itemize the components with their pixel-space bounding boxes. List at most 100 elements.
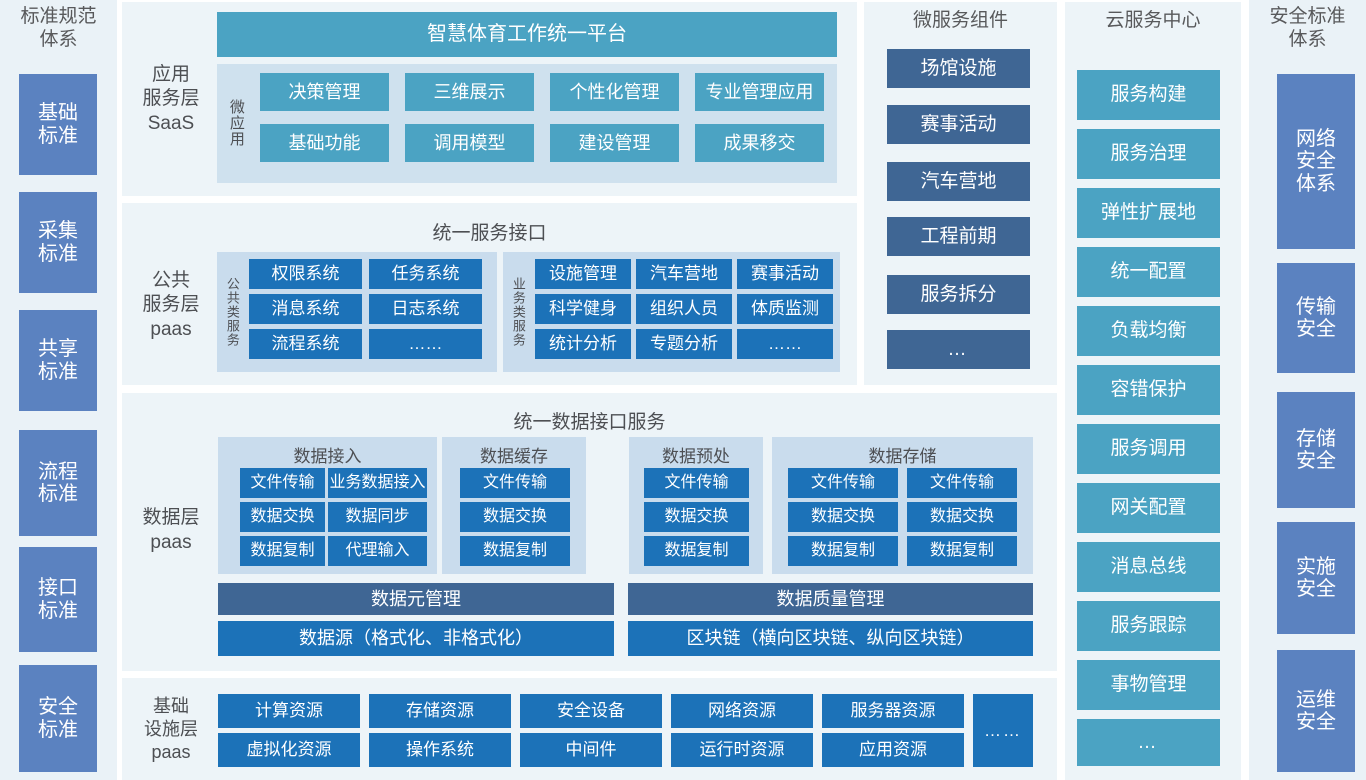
- business-service-1-label: 汽车营地: [650, 264, 718, 284]
- app-tile-r2c3[interactable]: 成果移交: [695, 124, 824, 162]
- storage-tile-2[interactable]: 数据交换: [788, 502, 898, 532]
- cloud-item-8[interactable]: 消息总线: [1077, 542, 1220, 592]
- cache-tile-2[interactable]: 数据复制: [460, 536, 570, 566]
- cloud-item-5[interactable]: 容错保护: [1077, 365, 1220, 415]
- security-item-2[interactable]: 存储 安全: [1277, 392, 1355, 508]
- cloud-item-7[interactable]: 网关配置: [1077, 483, 1220, 533]
- storage-tile-5[interactable]: 数据复制: [907, 536, 1017, 566]
- infra-tile-r2c2[interactable]: 中间件: [520, 733, 662, 767]
- data-layer-label-line2: paas: [150, 531, 192, 553]
- microservice-item-3[interactable]: 工程前期: [887, 217, 1030, 256]
- right-column-title-line2: 体系: [1288, 28, 1327, 50]
- app-tile-r2c2[interactable]: 建设管理: [550, 124, 679, 162]
- security-item-2-line2: 安全: [1296, 450, 1336, 472]
- business-service-5[interactable]: 体质监测: [737, 294, 833, 324]
- storage-tile-4[interactable]: 数据复制: [788, 536, 898, 566]
- quality-management-bar[interactable]: 数据质量管理: [628, 583, 1033, 615]
- common-service-1-label: 任务系统: [391, 264, 460, 284]
- security-item-0[interactable]: 网络 安全 体系: [1277, 74, 1355, 249]
- business-service-4[interactable]: 组织人员: [636, 294, 732, 324]
- cloud-item-4[interactable]: 负载均衡: [1077, 306, 1220, 356]
- infra-tile-r1c0[interactable]: 计算资源: [218, 694, 360, 728]
- ingest-tile-4[interactable]: 数据复制: [240, 536, 325, 566]
- security-item-4[interactable]: 运维 安全: [1277, 650, 1355, 772]
- common-service-3[interactable]: 日志系统: [369, 294, 482, 324]
- standard-item-2[interactable]: 共享 标准: [19, 310, 97, 411]
- business-service-3-label: 科学健身: [549, 299, 617, 319]
- infra-tile-r1c3-label: 网络资源: [708, 701, 776, 721]
- right-column-title-line1: 安全标准: [1269, 6, 1346, 27]
- app-tile-r1c2[interactable]: 个性化管理: [550, 73, 679, 111]
- storage-tile-3[interactable]: 数据交换: [907, 502, 1017, 532]
- cloud-item-10[interactable]: 事物管理: [1077, 660, 1220, 710]
- ingest-tile-0[interactable]: 文件传输: [240, 468, 325, 498]
- preprocess-tile-1[interactable]: 数据交换: [644, 502, 749, 532]
- ingest-tile-1[interactable]: 业务数据接入: [328, 468, 427, 498]
- app-tile-r2c1[interactable]: 调用模型: [405, 124, 534, 162]
- storage-tile-1[interactable]: 文件传输: [907, 468, 1017, 498]
- cache-tile-1[interactable]: 数据交换: [460, 502, 570, 532]
- storage-tile-0[interactable]: 文件传输: [788, 468, 898, 498]
- standard-item-5-line1: 安全: [38, 696, 78, 719]
- microservice-item-0[interactable]: 场馆设施: [887, 49, 1030, 88]
- microservice-item-1[interactable]: 赛事活动: [887, 105, 1030, 144]
- business-service-8[interactable]: ……: [737, 329, 833, 359]
- business-service-6[interactable]: 统计分析: [535, 329, 631, 359]
- infra-tile-r1c2[interactable]: 安全设备: [520, 694, 662, 728]
- standard-item-1-line2: 标准: [38, 242, 78, 265]
- security-item-1[interactable]: 传输 安全: [1277, 263, 1355, 373]
- standard-item-4[interactable]: 接口 标准: [19, 547, 97, 652]
- infra-tile-r2c3[interactable]: 运行时资源: [671, 733, 813, 767]
- cloud-item-3[interactable]: 统一配置: [1077, 247, 1220, 297]
- microservice-item-more[interactable]: …: [887, 330, 1030, 369]
- standard-item-1[interactable]: 采集 标准: [19, 192, 97, 293]
- app-tile-r2c0[interactable]: 基础功能: [260, 124, 389, 162]
- cloud-item-2[interactable]: 弹性扩展地: [1077, 188, 1220, 238]
- standard-item-0[interactable]: 基础 标准: [19, 74, 97, 175]
- infra-tile-r2c0[interactable]: 虚拟化资源: [218, 733, 360, 767]
- infra-tile-r1c4[interactable]: 服务器资源: [822, 694, 964, 728]
- cloud-item-6[interactable]: 服务调用: [1077, 424, 1220, 474]
- infra-tile-r1c3[interactable]: 网络资源: [671, 694, 813, 728]
- common-service-1[interactable]: 任务系统: [369, 259, 482, 289]
- ingest-tile-2[interactable]: 数据交换: [240, 502, 325, 532]
- platform-banner[interactable]: 智慧体育工作统一平台: [217, 12, 837, 57]
- app-tile-r1c3[interactable]: 专业管理应用: [695, 73, 824, 111]
- business-service-0[interactable]: 设施管理: [535, 259, 631, 289]
- microservice-item-1-label: 赛事活动: [920, 113, 997, 135]
- common-service-2[interactable]: 消息系统: [249, 294, 362, 324]
- infra-tile-more[interactable]: ……: [973, 694, 1033, 767]
- preprocess-tile-2[interactable]: 数据复制: [644, 536, 749, 566]
- business-service-3[interactable]: 科学健身: [535, 294, 631, 324]
- standard-item-5[interactable]: 安全 标准: [19, 665, 97, 772]
- cache-tile-0[interactable]: 文件传输: [460, 468, 570, 498]
- data-source-bar[interactable]: 数据源（格式化、非格式化）: [218, 621, 614, 656]
- blockchain-bar[interactable]: 区块链（横向区块链、纵向区块链）: [628, 621, 1033, 656]
- meta-management-bar[interactable]: 数据元管理: [218, 583, 614, 615]
- cloud-item-1[interactable]: 服务治理: [1077, 129, 1220, 179]
- common-services-vertical-label-text: 公共类服务: [224, 277, 240, 347]
- preprocess-tile-0[interactable]: 文件传输: [644, 468, 749, 498]
- common-service-0[interactable]: 权限系统: [249, 259, 362, 289]
- app-tile-r1c1[interactable]: 三维展示: [405, 73, 534, 111]
- infra-tile-r1c0-label: 计算资源: [255, 701, 323, 721]
- cloud-item-more[interactable]: …: [1077, 719, 1220, 766]
- preprocess-tile-0-label: 文件传输: [664, 474, 729, 492]
- standard-item-3[interactable]: 流程 标准: [19, 430, 97, 536]
- business-service-7[interactable]: 专题分析: [636, 329, 732, 359]
- common-service-5[interactable]: ……: [369, 329, 482, 359]
- cloud-item-0[interactable]: 服务构建: [1077, 70, 1220, 120]
- business-service-1[interactable]: 汽车营地: [636, 259, 732, 289]
- app-tile-r1c0[interactable]: 决策管理: [260, 73, 389, 111]
- business-service-2[interactable]: 赛事活动: [737, 259, 833, 289]
- security-item-3[interactable]: 实施 安全: [1277, 522, 1355, 634]
- infra-tile-r2c1[interactable]: 操作系统: [369, 733, 511, 767]
- infra-tile-r2c4[interactable]: 应用资源: [822, 733, 964, 767]
- microservice-item-2[interactable]: 汽车营地: [887, 162, 1030, 201]
- common-service-4[interactable]: 流程系统: [249, 329, 362, 359]
- microservice-item-4[interactable]: 服务拆分: [887, 275, 1030, 314]
- ingest-tile-3[interactable]: 数据同步: [328, 502, 427, 532]
- cloud-item-9[interactable]: 服务跟踪: [1077, 601, 1220, 651]
- infra-tile-r1c1[interactable]: 存储资源: [369, 694, 511, 728]
- ingest-tile-5[interactable]: 代理输入: [328, 536, 427, 566]
